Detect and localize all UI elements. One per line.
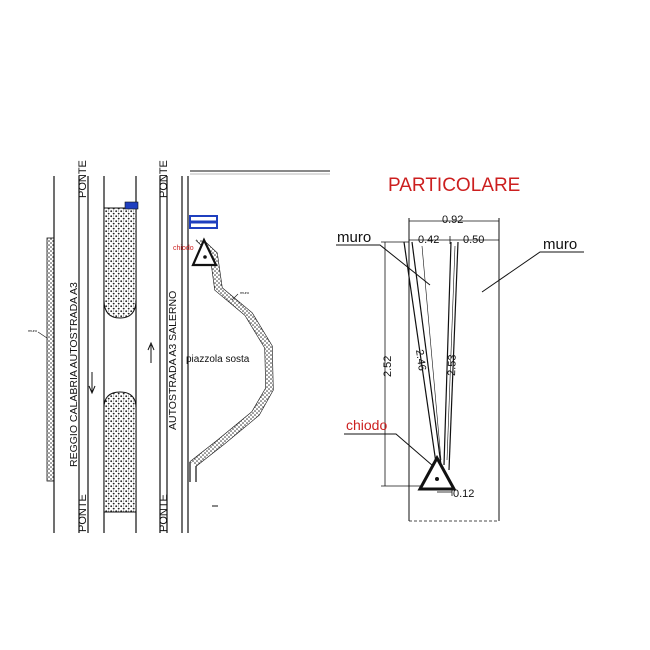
- muro-right-leader: [481, 251, 584, 293]
- chiodo-leader: [344, 433, 434, 467]
- wall-face-right-inner: [448, 241, 459, 471]
- ponte-label: PONTE: [158, 494, 170, 532]
- wall-face-right: [443, 241, 452, 466]
- ponte-label: PONTE: [77, 494, 89, 532]
- blue-sign-median: [124, 201, 139, 210]
- chiodo-triangle-large: [417, 454, 457, 491]
- arrow-up: [147, 341, 155, 363]
- dim-left-width: 0.42: [418, 234, 439, 246]
- dim-total-width: 0.92: [442, 214, 463, 226]
- detail-view: [336, 218, 584, 522]
- wall-face-left-inner: [411, 241, 442, 466]
- piazzola-fill: [190, 240, 273, 466]
- muro-left-leader: [336, 244, 431, 286]
- wall-face-left: [403, 241, 438, 471]
- dim-diag-right: 2.53: [446, 354, 459, 376]
- dim-right-width: 0.50: [463, 234, 484, 246]
- arrow-down: [88, 372, 96, 395]
- dim-bottom: 0.12: [453, 488, 474, 500]
- ponte-label: PONTE: [158, 160, 170, 198]
- median-top: [103, 207, 137, 319]
- plan-labels: PONTE PONTE PONTE PONTE REGGIO CALABRIA …: [28, 160, 250, 532]
- diag-dim-right: [446, 245, 456, 461]
- piazzola-outline: [189, 239, 267, 463]
- chiodo-small-label: chiodo: [173, 245, 194, 252]
- direction-arrows: [88, 341, 155, 395]
- reggio-calabria-label: REGGIO CALABRIA AUTOSTRADA A3: [68, 282, 80, 467]
- salerno-label: AUTOSTRADA A3 SALERNO: [167, 291, 179, 430]
- muro-leader: [37, 331, 48, 339]
- detail-title: PARTICOLARE: [388, 175, 520, 196]
- plan-view: [46, 170, 330, 533]
- muro-right-label: muro: [543, 236, 577, 253]
- muro-left-label: muro: [337, 229, 371, 246]
- median-bottom: [103, 391, 137, 513]
- dim-diag-left: 2.46: [413, 349, 428, 372]
- chiodo-label: chiodo: [346, 417, 387, 433]
- muro-small-label: muro: [240, 290, 250, 295]
- dim-height-left: 2.52: [382, 356, 394, 377]
- ponte-label: PONTE: [77, 160, 89, 198]
- left-wall-strip: [46, 237, 55, 482]
- chiodo-triangle-small: [191, 237, 218, 267]
- muro-small-label: muro: [28, 328, 38, 333]
- blue-sign-right: [189, 215, 218, 229]
- detail-labels: muro muro chiodo 0.92 0.42 0.50 2.52 2.4…: [337, 214, 577, 500]
- piazzola-label: piazzola sosta: [186, 354, 250, 365]
- muro-leader: [231, 293, 239, 301]
